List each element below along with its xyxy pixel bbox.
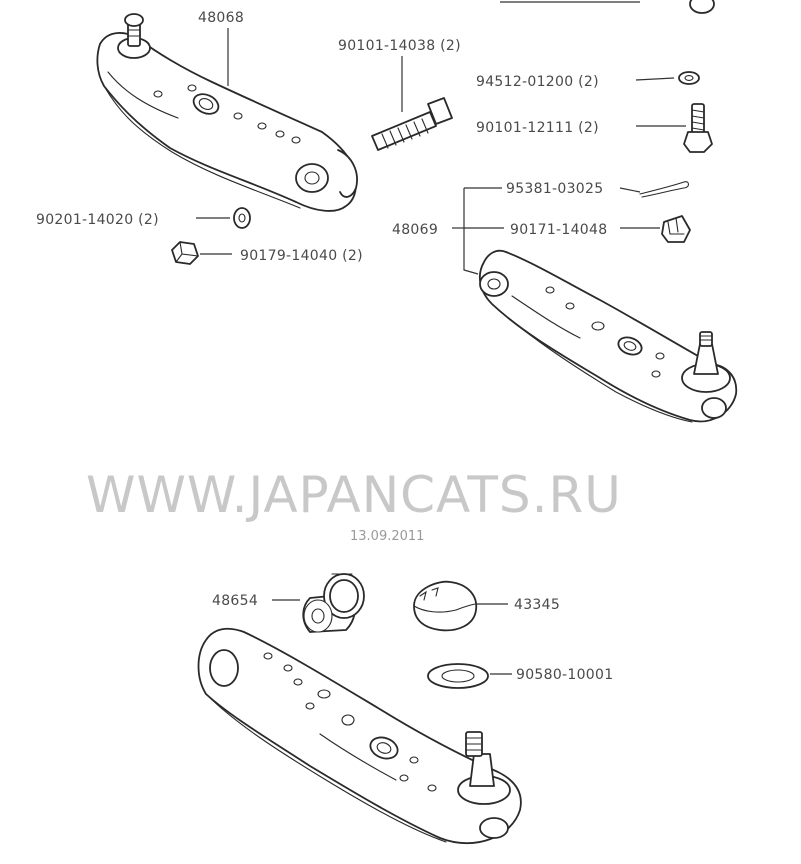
label-43345: 43345 <box>514 597 560 613</box>
label-90179-14040: 90179-14040 (2) <box>240 248 363 264</box>
watermark-date: 13.09.2011 <box>350 529 424 544</box>
label-90580-10001: 90580-10001 <box>516 667 613 683</box>
lower-control-arm <box>197 627 522 845</box>
label-90201-14020: 90201-14020 (2) <box>36 212 159 228</box>
label-90101-12111: 90101-12111 (2) <box>476 120 599 136</box>
bushing-48654 <box>302 573 365 633</box>
label-90171-14048: 90171-14048 <box>510 222 607 238</box>
label-90101-14038: 90101-14038 (2) <box>338 38 461 54</box>
partial-part-top-right <box>500 0 715 14</box>
leader-lines <box>196 28 686 675</box>
bolt-90101-14038 <box>371 97 453 151</box>
watermark-site: WWW.JAPANCATS.RU <box>86 466 622 524</box>
castle-nut-90171-14048 <box>661 215 691 243</box>
label-48069: 48069 <box>392 222 438 238</box>
label-48068: 48068 <box>198 10 244 26</box>
washer-90201-14020 <box>233 207 251 229</box>
label-48654: 48654 <box>212 593 258 609</box>
upper-control-arm-48068 <box>96 13 358 212</box>
cotter-pin-95381-03025 <box>639 181 690 198</box>
nut-90179-14040 <box>171 241 199 265</box>
label-95381-03025: 95381-03025 <box>506 181 603 197</box>
dust-cover-43345 <box>413 580 478 632</box>
label-94512-01200: 94512-01200 (2) <box>476 74 599 90</box>
washer-94512-01200 <box>678 71 700 85</box>
washer-90580-10001 <box>427 663 489 689</box>
bolt-90101-12111 <box>683 103 713 153</box>
upper-control-arm-48069 <box>478 249 738 423</box>
